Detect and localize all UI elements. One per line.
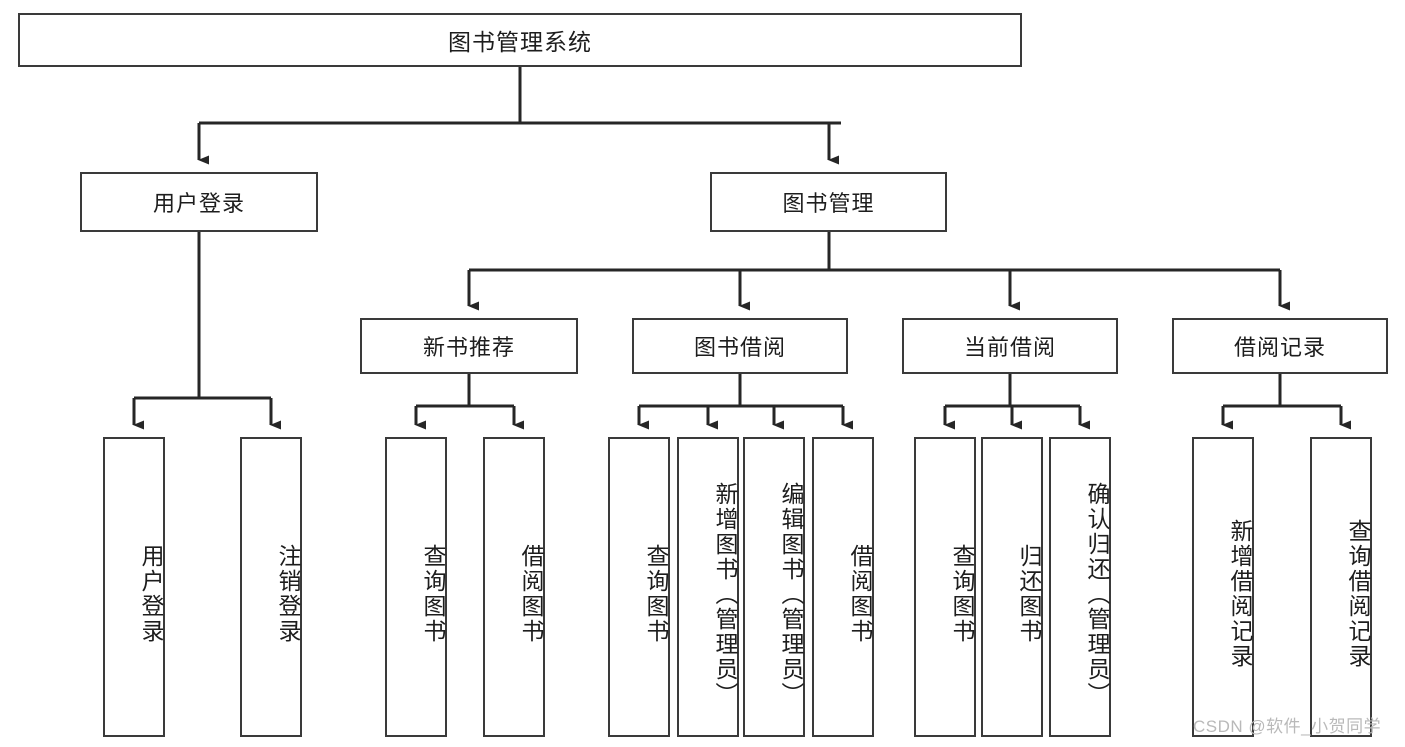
node-leaf-add-book[interactable]: 新增图书（管理员） (677, 437, 739, 737)
node-leaf-logout[interactable]: 注销登录 (240, 437, 302, 737)
node-leaf-query-book-cur[interactable]: 查询图书 (914, 437, 976, 737)
node-leaf-query-record[interactable]: 查询借阅记录 (1310, 437, 1372, 737)
node-root[interactable]: 图书管理系统 (18, 13, 1022, 67)
watermark-text: CSDN @软件_小贺同学 (1193, 717, 1382, 736)
node-current-borrow[interactable]: 当前借阅 (902, 318, 1118, 374)
node-leaf-query-book-brw[interactable]: 查询图书 (608, 437, 670, 737)
node-leaf-confirm-return[interactable]: 确认归还（管理员） (1049, 437, 1111, 737)
node-leaf-borrow-book-rec[interactable]: 借阅图书 (483, 437, 545, 737)
node-user-login[interactable]: 用户登录 (80, 172, 318, 232)
node-leaf-query-book-rec[interactable]: 查询图书 (385, 437, 447, 737)
node-leaf-borrow-book-brw[interactable]: 借阅图书 (812, 437, 874, 737)
node-book-manage[interactable]: 图书管理 (710, 172, 947, 232)
node-leaf-return-book[interactable]: 归还图书 (981, 437, 1043, 737)
node-leaf-user-login[interactable]: 用户登录 (103, 437, 165, 737)
node-book-borrow[interactable]: 图书借阅 (632, 318, 848, 374)
node-leaf-edit-book[interactable]: 编辑图书（管理员） (743, 437, 805, 737)
node-leaf-add-record[interactable]: 新增借阅记录 (1192, 437, 1254, 737)
node-new-book-rec[interactable]: 新书推荐 (360, 318, 578, 374)
node-borrow-record[interactable]: 借阅记录 (1172, 318, 1388, 374)
